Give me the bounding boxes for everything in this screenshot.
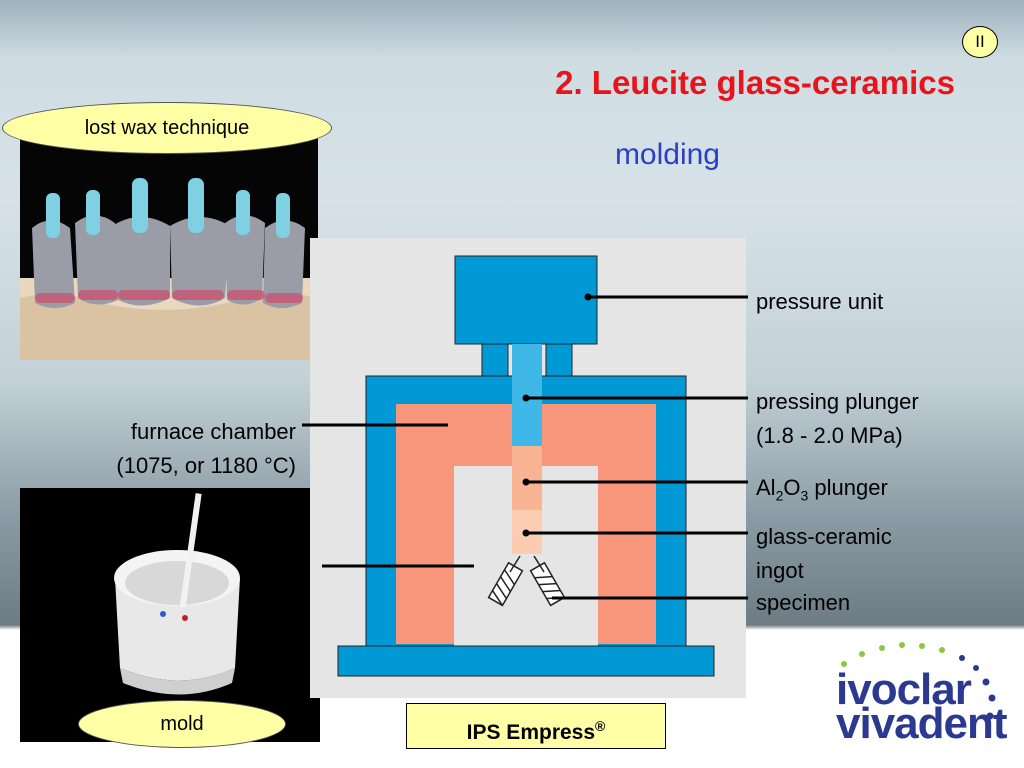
slide-title: 2. Leucite glass-ceramics xyxy=(555,64,955,101)
ivoclar-vivadent-logo: ivoclar vivadent xyxy=(830,636,1010,746)
logo-dots xyxy=(841,642,996,720)
pressure-unit xyxy=(454,255,598,345)
specimen-label: specimen xyxy=(756,590,851,615)
press-furnace-diagram xyxy=(302,238,748,698)
logo-line-2: vivadent xyxy=(836,699,1008,748)
registered-mark: ® xyxy=(595,718,606,734)
mold-label: mold xyxy=(78,700,286,748)
slide-number-badge: II xyxy=(962,26,998,58)
connector-right xyxy=(545,343,573,377)
mold-photo xyxy=(20,488,320,742)
wax-teeth-image xyxy=(20,128,318,360)
pressing-plunger-label: pressing plunger xyxy=(756,389,919,414)
slide-subtitle: molding xyxy=(614,138,720,171)
logo-line-1: ivoclar xyxy=(836,665,972,714)
lost-wax-label: lost wax technique xyxy=(2,102,332,154)
connector-left xyxy=(481,343,509,377)
product-name: IPS Empress xyxy=(466,721,596,744)
al2o3-plunger-label: Al2O3 plunger xyxy=(756,472,888,511)
specimen-left xyxy=(487,561,524,607)
al2o3-subscript-2: 2 xyxy=(775,487,784,504)
al2o3-plunger xyxy=(512,446,542,510)
specimen-right xyxy=(529,561,566,607)
product-label-box: IPS Empress® xyxy=(406,703,666,749)
al2o3-prefix: Al xyxy=(756,475,776,500)
al2o3-mid: O xyxy=(783,475,801,500)
pressure-unit-label: pressure unit xyxy=(756,289,884,314)
glass-ceramic-label: glass-ceramic xyxy=(756,524,892,549)
base-plate xyxy=(337,645,715,677)
ingot-label: ingot xyxy=(756,558,804,583)
pressing-plunger-pressure-label: (1.8 - 2.0 MPa) xyxy=(756,423,903,448)
furnace-temperature-label: (1075, or 1180 °C) xyxy=(116,453,296,478)
wax-model-photo xyxy=(20,128,318,360)
mold-cylinder-image xyxy=(20,488,320,742)
furnace-chamber-label: furnace chamber xyxy=(130,419,296,444)
al2o3-suffix: plunger xyxy=(808,475,888,500)
leader-lines xyxy=(302,295,748,600)
al2o3-subscript-3: 3 xyxy=(800,487,809,504)
